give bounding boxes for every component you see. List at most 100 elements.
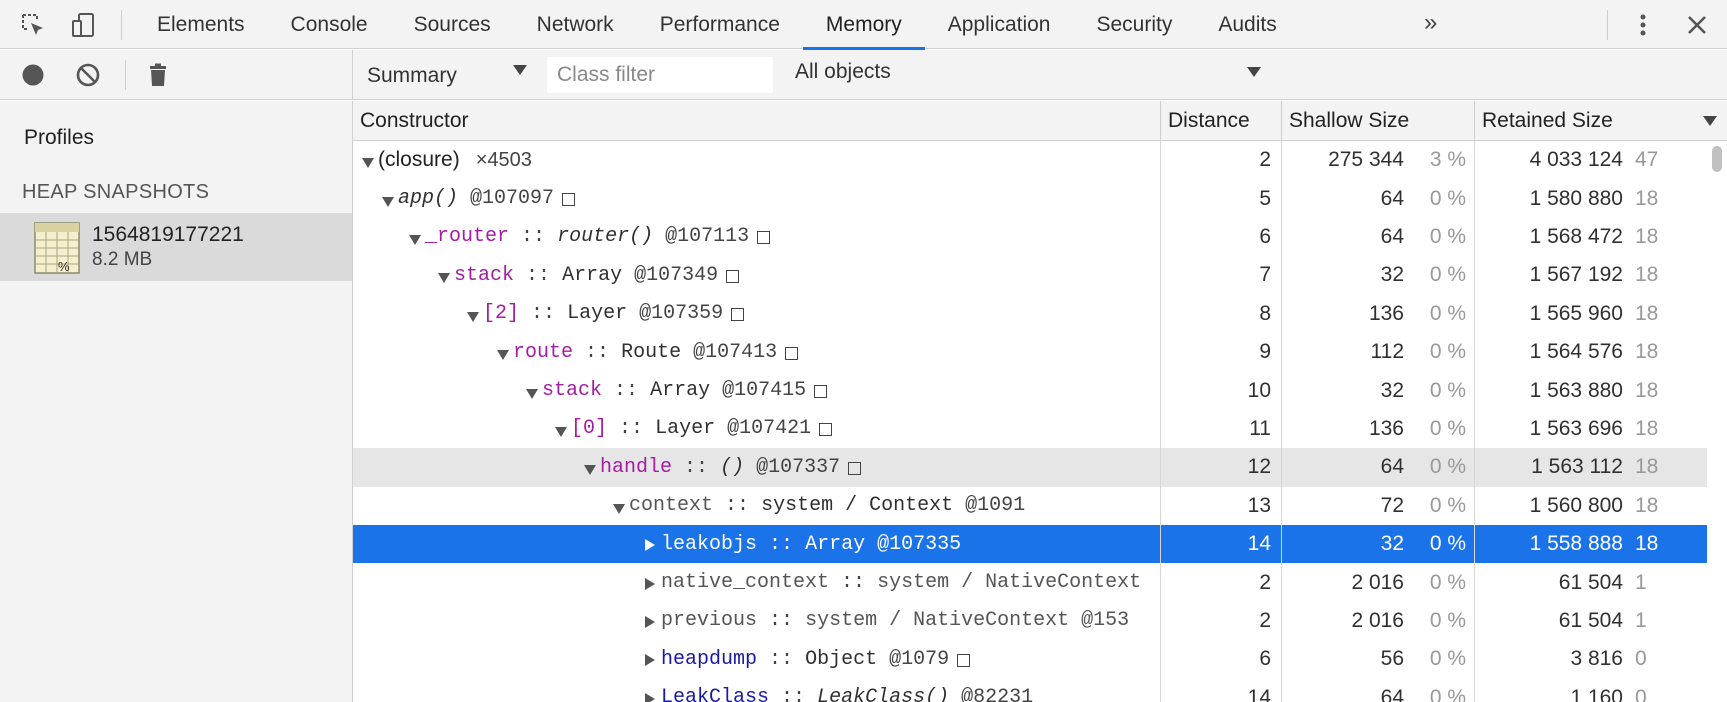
shallow-size-cell: 2 016 bbox=[1351, 608, 1404, 632]
snapshot-spreadsheet-icon: % bbox=[34, 222, 80, 274]
close-icon[interactable] bbox=[1680, 8, 1714, 42]
collapse-triangle-icon[interactable] bbox=[362, 158, 374, 169]
retained-percent-cell: 18 bbox=[1635, 301, 1659, 325]
expand-triangle-icon[interactable] bbox=[645, 654, 655, 667]
table-row-hovered[interactable]: handle :: () @107337 12 64 0 % 1 563 112… bbox=[353, 448, 1707, 487]
expand-triangle-icon[interactable] bbox=[645, 539, 655, 552]
property-name: native_context bbox=[661, 571, 830, 595]
property-name: context bbox=[629, 494, 714, 518]
table-row-selected[interactable]: leakobjs :: Array @107335 14 32 0 % 1 55… bbox=[353, 525, 1707, 564]
trash-icon[interactable] bbox=[141, 58, 175, 92]
table-row[interactable]: app() @107097 5 64 0 % 1 580 880 18 bbox=[353, 179, 1707, 217]
clear-icon[interactable] bbox=[71, 58, 105, 92]
tab-application[interactable]: Application bbox=[947, 12, 1051, 36]
vertical-scrollbar[interactable] bbox=[1707, 141, 1727, 702]
view-mode-select[interactable]: Summary bbox=[367, 64, 457, 87]
shallow-size-cell: 32 bbox=[1380, 532, 1404, 556]
property-name: leakobjs bbox=[661, 532, 758, 556]
expand-triangle-icon[interactable] bbox=[645, 615, 655, 628]
column-header-shallow-size[interactable]: Shallow Size bbox=[1282, 101, 1475, 141]
property-name: stack bbox=[454, 263, 515, 287]
table-row[interactable]: previous :: system / NativeContext @153 … bbox=[353, 602, 1707, 640]
expand-triangle-icon[interactable] bbox=[645, 692, 655, 702]
collapse-triangle-icon[interactable] bbox=[555, 426, 567, 437]
column-header-constructor[interactable]: Constructor bbox=[353, 101, 1161, 141]
retained-size-cell: 3 816 bbox=[1570, 647, 1623, 671]
object-id: @107359 bbox=[639, 302, 724, 326]
distance-cell: 6 bbox=[1259, 224, 1271, 248]
table-row[interactable]: stack :: Array @107349 7 32 0 % 1 567 19… bbox=[353, 256, 1707, 294]
retained-percent-cell: 18 bbox=[1635, 532, 1659, 556]
object-type: system / Context bbox=[761, 494, 954, 518]
record-icon[interactable] bbox=[16, 58, 50, 92]
table-row[interactable]: LeakClass :: LeakClass() @82231 14 64 0 … bbox=[353, 679, 1707, 702]
profiles-toolbar bbox=[0, 50, 353, 100]
tab-sources[interactable]: Sources bbox=[413, 12, 491, 36]
shallow-percent-cell: 0 % bbox=[1429, 378, 1466, 402]
table-row[interactable]: native_context :: system / NativeContext… bbox=[353, 563, 1707, 601]
tab-console[interactable]: Console bbox=[290, 12, 368, 36]
reveal-object-icon[interactable] bbox=[731, 308, 745, 322]
collapse-triangle-icon[interactable] bbox=[467, 311, 479, 322]
object-type: router() bbox=[557, 225, 654, 249]
shallow-percent-cell: 0 % bbox=[1429, 301, 1466, 325]
collapse-triangle-icon[interactable] bbox=[584, 465, 596, 476]
collapse-triangle-icon[interactable] bbox=[526, 388, 538, 399]
table-row[interactable]: context :: system / Context @1091 13 72 … bbox=[353, 487, 1707, 525]
inspect-element-icon[interactable] bbox=[16, 8, 50, 42]
retained-size-cell: 1 558 888 bbox=[1529, 532, 1623, 556]
column-divider[interactable] bbox=[1281, 141, 1282, 702]
property-name: _router bbox=[425, 225, 510, 249]
tab-elements[interactable]: Elements bbox=[157, 12, 245, 36]
table-row[interactable]: [2] :: Layer @107359 8 136 0 % 1 565 960… bbox=[353, 295, 1707, 333]
shallow-size-cell: 56 bbox=[1380, 647, 1404, 671]
class-filter-input[interactable]: Class filter bbox=[547, 57, 773, 93]
scrollbar-thumb[interactable] bbox=[1712, 146, 1722, 172]
collapse-triangle-icon[interactable] bbox=[438, 273, 450, 284]
reveal-object-icon[interactable] bbox=[726, 269, 740, 283]
reveal-object-icon[interactable] bbox=[819, 423, 833, 437]
table-row[interactable]: heapdump :: Object @1079 6 56 0 % 3 816 … bbox=[353, 640, 1707, 678]
more-tabs-button[interactable]: » bbox=[1424, 9, 1438, 36]
column-header-distance[interactable]: Distance bbox=[1161, 101, 1282, 141]
reveal-object-icon[interactable] bbox=[757, 231, 771, 245]
column-divider[interactable] bbox=[1474, 141, 1475, 702]
heap-snapshot-item[interactable]: % 1564819177221 8.2 MB bbox=[0, 213, 352, 281]
tab-audits[interactable]: Audits bbox=[1218, 12, 1277, 36]
distance-cell: 11 bbox=[1249, 416, 1271, 440]
object-id: @107335 bbox=[877, 532, 962, 556]
shallow-size-cell: 64 bbox=[1380, 685, 1404, 702]
collapse-triangle-icon[interactable] bbox=[409, 234, 421, 245]
objects-filter-select[interactable]: All objects bbox=[795, 60, 891, 83]
tab-memory[interactable]: Memory bbox=[802, 0, 925, 50]
reveal-object-icon[interactable] bbox=[848, 461, 862, 475]
tab-security[interactable]: Security bbox=[1096, 12, 1173, 36]
collapse-triangle-icon[interactable] bbox=[382, 196, 394, 207]
heap-data-grid: Constructor Distance Shallow Size Retain… bbox=[353, 101, 1727, 702]
column-header-retained-size[interactable]: Retained Size bbox=[1475, 101, 1727, 141]
table-row[interactable]: [0] :: Layer @107421 11 136 0 % 1 563 69… bbox=[353, 410, 1707, 448]
object-type: system / NativeContext bbox=[877, 571, 1142, 595]
table-row[interactable]: _router :: router() @107113 6 64 0 % 1 5… bbox=[353, 218, 1707, 256]
tab-performance[interactable]: Performance bbox=[659, 12, 780, 36]
table-row[interactable]: (closure) ×4503 2 275 344 3 % 4 033 124 … bbox=[353, 141, 1707, 179]
collapse-triangle-icon[interactable] bbox=[613, 503, 625, 514]
collapse-triangle-icon[interactable] bbox=[497, 350, 509, 361]
reveal-object-icon[interactable] bbox=[957, 653, 971, 667]
retained-size-cell: 1 564 576 bbox=[1529, 340, 1623, 364]
expand-triangle-icon[interactable] bbox=[645, 577, 655, 590]
edge-operator: :: bbox=[769, 609, 794, 633]
distance-cell: 8 bbox=[1259, 301, 1271, 325]
devtools-tab-bar: Elements Console Sources Network Perform… bbox=[0, 0, 1727, 50]
reveal-object-icon[interactable] bbox=[562, 193, 576, 207]
table-row[interactable]: route :: Route @107413 9 112 0 % 1 564 5… bbox=[353, 333, 1707, 371]
kebab-menu-icon[interactable] bbox=[1626, 8, 1660, 42]
table-row[interactable]: stack :: Array @107415 10 32 0 % 1 563 8… bbox=[353, 371, 1707, 409]
reveal-object-icon[interactable] bbox=[814, 385, 828, 399]
device-toolbar-icon[interactable] bbox=[66, 8, 100, 42]
tab-network[interactable]: Network bbox=[536, 12, 614, 36]
retained-size-cell: 1 160 bbox=[1570, 685, 1623, 702]
reveal-object-icon[interactable] bbox=[785, 346, 799, 360]
edge-operator: :: bbox=[725, 494, 750, 518]
column-divider[interactable] bbox=[1160, 141, 1161, 702]
